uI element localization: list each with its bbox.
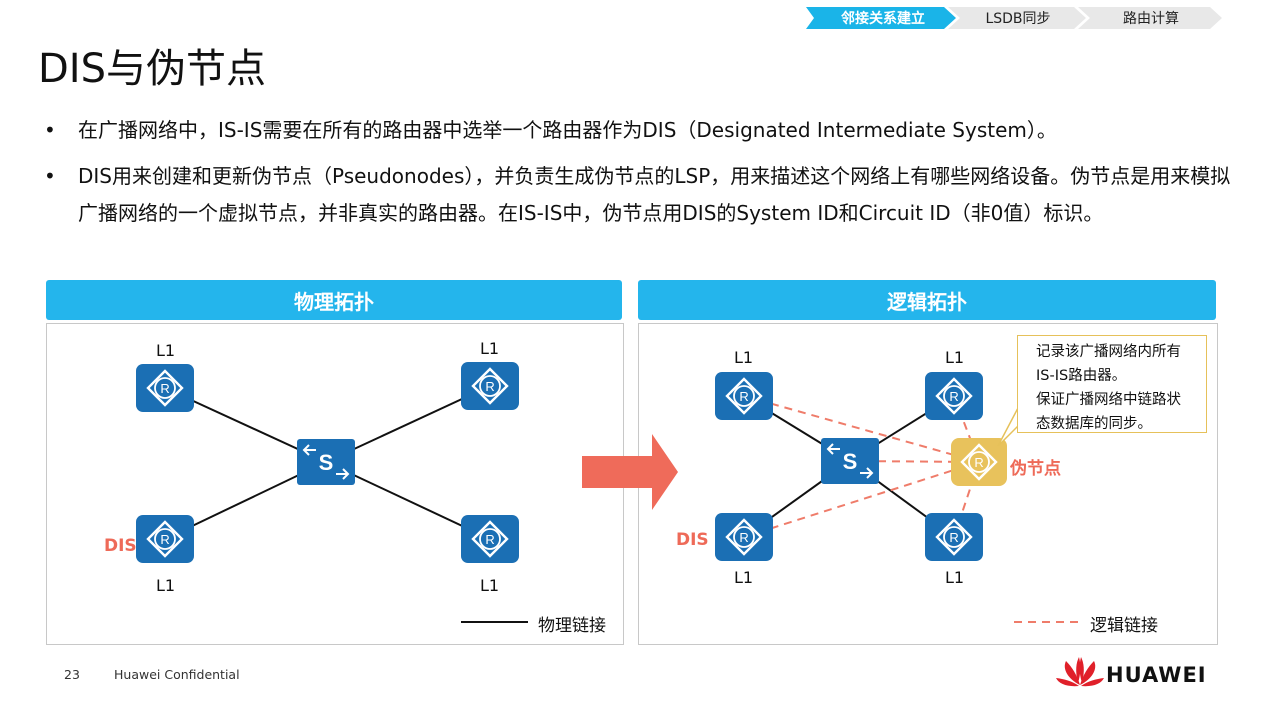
router-icon [713, 370, 775, 422]
physical-topology-header: 物理拓扑 [46, 280, 622, 320]
router-icon [134, 362, 196, 414]
bullet-dot-icon: • [44, 118, 56, 142]
progress-step-2: LSDB同步 [985, 11, 1051, 27]
brand-name: HUAWEI [1106, 663, 1207, 687]
router-icon [923, 370, 985, 422]
router-label: L1 [945, 568, 965, 587]
logical-legend-label: 逻辑链接 [1090, 616, 1158, 636]
progress-step-3-shape [1078, 7, 1222, 29]
router-label: L1 [734, 348, 754, 367]
page-title: DIS与伪节点 [38, 46, 266, 92]
logical-topology-header: 逻辑拓扑 [638, 280, 1216, 320]
note-line: IS-IS路由器。 [1036, 368, 1127, 384]
progress-step-1: 邻接关系建立 [841, 11, 925, 27]
progress-steps: 邻接关系建立 LSDB同步 路由计算 [806, 7, 1226, 29]
huawei-logo-icon [1056, 657, 1104, 687]
pseudonode-icon: R [951, 438, 1007, 486]
router-label: L1 [480, 576, 500, 595]
router-icon [713, 511, 775, 563]
bullet-list: • 在广播网络中，IS-IS需要在所有的路由器中选举一个路由器作为DIS（Des… [42, 112, 1242, 232]
progress-arrows [806, 7, 1222, 29]
svg-text:R: R [974, 455, 983, 470]
router-icon [134, 513, 196, 565]
router-icon [459, 513, 521, 565]
physical-legend-label: 物理链接 [538, 616, 606, 636]
note-line: 记录该广播网络内所有 [1036, 344, 1181, 360]
logical-link [743, 395, 980, 463]
confidential-label: Huawei Confidential [114, 667, 240, 682]
router-icon [459, 360, 521, 412]
bullet-dot-icon: • [44, 164, 56, 188]
progress-step-2-shape [948, 7, 1086, 29]
transition-arrow-icon [582, 434, 678, 510]
page-number: 23 [64, 667, 80, 682]
router-label: L1 [480, 339, 500, 358]
bullet-item: • DIS用来创建和更新伪节点（Pseudonodes），并负责生成伪节点的LS… [42, 158, 1242, 232]
dis-label: DIS [104, 536, 137, 556]
bullet-text: DIS用来创建和更新伪节点（Pseudonodes），并负责生成伪节点的LSP，… [78, 164, 1231, 225]
bullet-text: 在广播网络中，IS-IS需要在所有的路由器中选举一个路由器作为DIS（Desig… [78, 118, 1057, 142]
router-label: L1 [945, 348, 965, 367]
router-label: L1 [156, 576, 176, 595]
note-line: 保证广播网络中链路状 [1036, 392, 1181, 408]
pseudonode-label: 伪节点 [1010, 459, 1061, 479]
router-label: L1 [734, 568, 754, 587]
progress-step-3: 路由计算 [1123, 11, 1179, 27]
dis-label: DIS [676, 530, 709, 550]
router-label: L1 [156, 341, 176, 360]
note-pointer [997, 407, 1019, 447]
router-icon [923, 511, 985, 563]
note-line: 态数据库的同步。 [1036, 416, 1152, 432]
pseudonode-note: 记录该广播网络内所有 IS-IS路由器。 保证广播网络中链路状 态数据库的同步。 [1017, 335, 1207, 433]
bullet-item: • 在广播网络中，IS-IS需要在所有的路由器中选举一个路由器作为DIS（Des… [42, 112, 1242, 149]
switch-icon [820, 437, 880, 485]
progress-step-1-shape [806, 7, 956, 29]
switch-icon [296, 438, 356, 486]
